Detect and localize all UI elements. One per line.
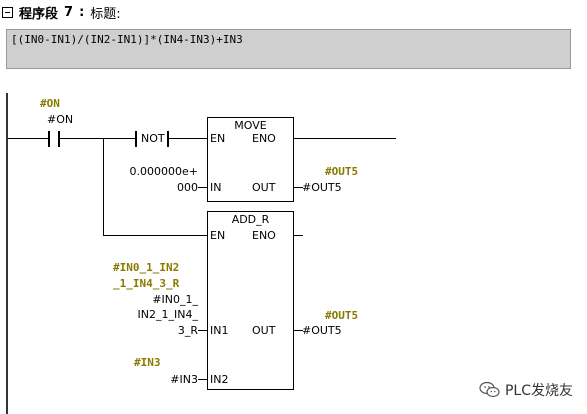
add-in1-address[interactable]: #IN0_1_: [152, 293, 198, 306]
move-out-pin: OUT: [252, 181, 276, 194]
wire-move-eno: [294, 138, 396, 139]
wire-rail-contact: [8, 138, 48, 139]
add-out-symbol: #OUT5: [325, 309, 359, 322]
add-r-title: ADD_R: [231, 213, 270, 226]
wire-add-out: [294, 330, 303, 331]
add-in1-symbol-cont: _1_IN4_3_R: [113, 277, 180, 290]
move-in-value[interactable]: 0.000000e+: [129, 165, 198, 178]
add-out-address[interactable]: #OUT5: [302, 324, 342, 337]
move-eno-pin: ENO: [252, 132, 276, 145]
move-out-symbol: #OUT5: [325, 165, 359, 178]
wire-add-in1: [198, 330, 208, 331]
wire-add-in2: [198, 379, 208, 380]
power-rail: [6, 93, 8, 414]
move-title: MOVE: [234, 119, 267, 132]
contact-left-bar[interactable]: [48, 131, 50, 147]
move-en-pin: EN: [210, 132, 226, 145]
add-in1-address-cont[interactable]: IN2_1_IN4_: [137, 308, 198, 321]
add-out-pin: OUT: [252, 324, 276, 337]
add-in1-pin: IN1: [210, 324, 229, 337]
wire-move-in: [198, 187, 208, 188]
wechat-icon: [479, 381, 500, 398]
wire-move-out: [294, 187, 303, 188]
network-title[interactable]: 标题:: [90, 6, 121, 22]
watermark-text: PLC发烧友: [504, 383, 573, 399]
network-label: 程序段: [19, 6, 59, 22]
watermark: PLC发烧友: [479, 380, 573, 400]
network-header: 程序段 7 : 标题:: [2, 2, 121, 22]
network-number: 7: [64, 4, 74, 20]
not-left-bar[interactable]: [135, 131, 137, 147]
add-in2-symbol: #IN3: [134, 356, 161, 369]
add-in1-symbol: #IN0_1_IN2: [113, 261, 180, 274]
network-colon: :: [79, 4, 85, 20]
network-comment[interactable]: [(IN0-IN1)/(IN2-IN1)]*(IN4-IN3)+IN3: [6, 29, 571, 69]
not-right-bar[interactable]: [167, 131, 169, 147]
move-in-value-cont[interactable]: 000: [177, 181, 198, 194]
add-en-pin: EN: [210, 229, 226, 242]
branch-vertical: [103, 138, 104, 236]
add-eno-pin: ENO: [252, 229, 276, 242]
not-label: NOT: [141, 132, 165, 145]
wire-contact-not: [60, 138, 136, 139]
collapse-icon[interactable]: [2, 6, 13, 18]
add-r-block[interactable]: [207, 211, 294, 390]
move-in-pin: IN: [210, 181, 222, 194]
contact-symbol: #ON: [40, 97, 60, 110]
wire-not-move: [169, 138, 208, 139]
wire-branch-add: [103, 235, 208, 236]
contact-right-bar[interactable]: [58, 131, 60, 147]
contact-address[interactable]: #ON: [47, 113, 74, 126]
move-block[interactable]: [207, 117, 294, 202]
move-out-address[interactable]: #OUT5: [302, 181, 342, 194]
comment-text: [(IN0-IN1)/(IN2-IN1)]*(IN4-IN3)+IN3: [11, 33, 243, 46]
wire-add-eno: [294, 235, 303, 236]
add-in1-address-end[interactable]: 3_R: [177, 324, 198, 337]
add-in2-address[interactable]: #IN3: [170, 373, 198, 386]
add-in2-pin: IN2: [210, 373, 229, 386]
